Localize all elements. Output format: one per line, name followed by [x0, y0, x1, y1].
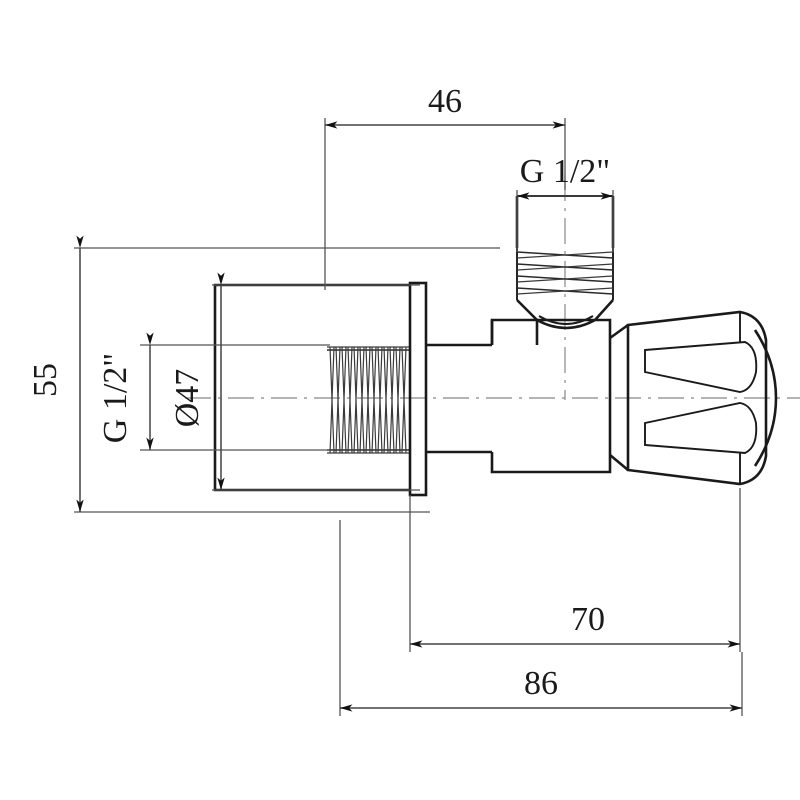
dimension-left-thread: G 1/2": [97, 332, 330, 451]
dim-label-70: 70: [571, 601, 605, 638]
knob-right-cap: [753, 329, 778, 467]
dimension-46: 46: [324, 83, 566, 290]
star-knob-handle: [609, 310, 778, 486]
inlet-thread-hatch: [329, 346, 407, 454]
outlet-fillet-inner: [538, 315, 594, 325]
dim-label-46: 46: [428, 83, 462, 120]
valve-shank: [426, 343, 492, 454]
valve-body: [490, 315, 612, 474]
outlet-thread-hatch: [516, 251, 614, 295]
centerlines: [185, 175, 800, 400]
dimension-70: 70: [409, 488, 741, 652]
body-left-step: [490, 318, 539, 345]
body-outline: [490, 318, 612, 474]
dim-label-top-thread: G 1/2": [520, 153, 610, 190]
knob-wedge-lower: [644, 402, 758, 454]
vertical-threaded-outlet: [515, 195, 615, 321]
flange-rect: [408, 281, 428, 497]
dim-label-diameter-47: Ø47: [169, 369, 206, 428]
knob-outline: [626, 310, 768, 486]
knob-neck-top: [609, 323, 629, 340]
dimension-86: 86: [339, 520, 743, 716]
wall-flange-plate: [408, 281, 428, 497]
outlet-taper-left: [516, 299, 538, 321]
outlet-fillet: [536, 318, 596, 330]
dim-label-86: 86: [524, 665, 558, 702]
horizontal-threaded-inlet: [213, 283, 410, 492]
outlet-taper-right: [594, 299, 614, 321]
dim-label-left-thread: G 1/2": [97, 353, 134, 443]
dimension-top-thread: G 1/2": [516, 153, 614, 252]
dim-label-55: 55: [27, 363, 64, 397]
knob-wedge-upper: [644, 341, 758, 393]
dimension-diameter-47: Ø47: [169, 272, 420, 491]
knob-neck-bottom: [609, 454, 629, 471]
dimension-55: 55: [27, 235, 500, 513]
